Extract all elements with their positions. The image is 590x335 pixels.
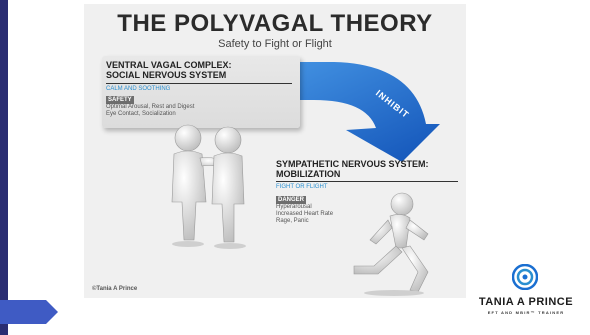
- left-accent-bar: [0, 0, 8, 335]
- sympathetic-desc-line1: Hyperarousal: [276, 204, 396, 211]
- sympathetic-title-line2: MOBILIZATION: [276, 169, 466, 179]
- next-slide-arrow-icon[interactable]: [0, 300, 60, 324]
- target-logo-icon: [512, 264, 538, 290]
- brand-tagline: EFT AND MBIR™ TRAINER: [476, 310, 576, 315]
- brand-name: TANIA A PRINCE: [476, 296, 576, 308]
- sympathetic-desc-line2: Increased Heart Rate: [276, 211, 396, 218]
- sympathetic-title-line1: SYMPATHETIC NERVOUS SYSTEM:: [276, 159, 466, 169]
- sympathetic-description: Hyperarousal Increased Heart Rate Rage, …: [276, 204, 396, 225]
- sympathetic-title: SYMPATHETIC NERVOUS SYSTEM: MOBILIZATION: [276, 159, 466, 179]
- danger-badge: DANGER: [276, 196, 306, 204]
- sympathetic-desc-line3: Rage, Panic: [276, 218, 396, 225]
- polyvagal-diagram: THE POLYVAGAL THEORY Safety to Fight or …: [84, 4, 466, 298]
- sympathetic-divider: [276, 181, 458, 182]
- figures-illustration: [84, 4, 466, 298]
- copyright-notice: ©Tania A Prince: [92, 286, 137, 292]
- sympathetic-subtitle: FIGHT OR FLIGHT: [276, 184, 328, 190]
- standing-figures-icon: [172, 125, 246, 249]
